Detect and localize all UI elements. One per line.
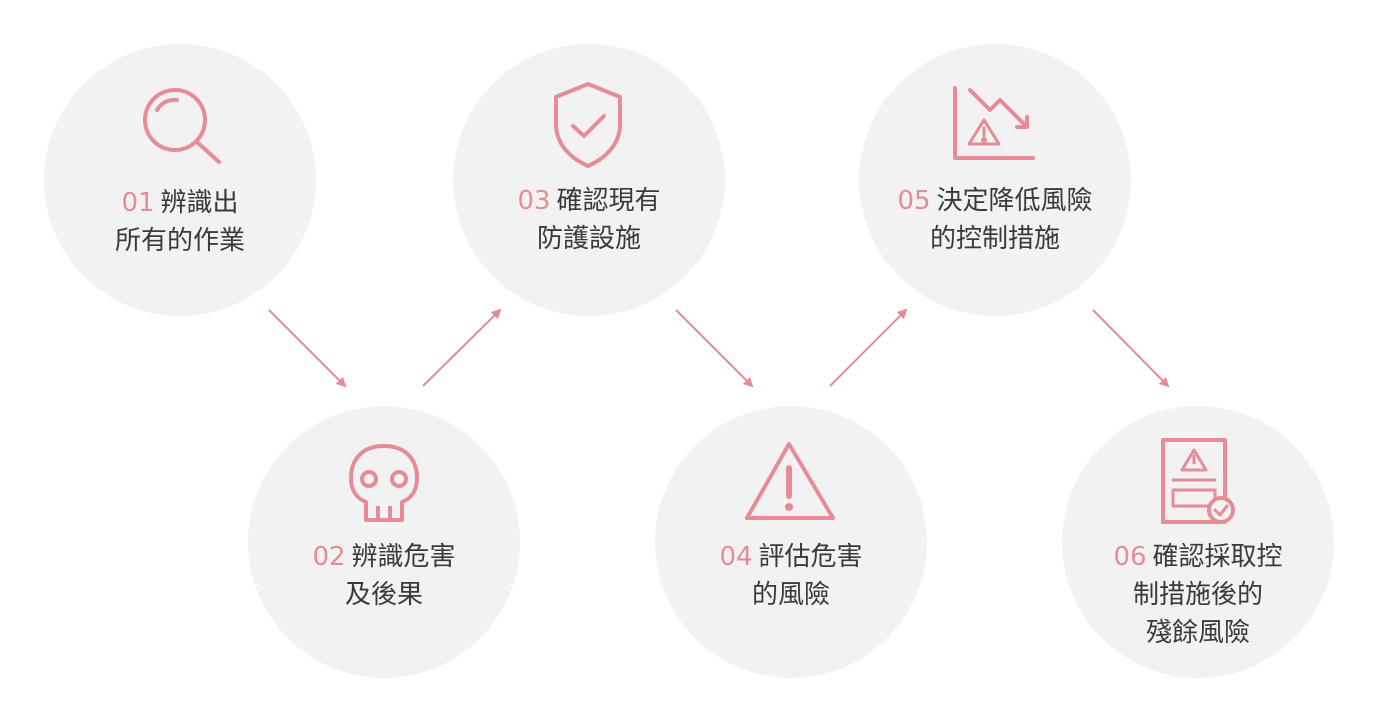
step-number: 03 — [517, 186, 551, 216]
shield-check-icon — [554, 82, 622, 168]
step-text-line: 及後果 — [344, 580, 423, 610]
step-number: 06 — [1113, 542, 1147, 572]
warning-triangle-icon — [745, 442, 835, 520]
step-number: 05 — [897, 186, 931, 216]
arrow-01-to-02 — [268, 309, 347, 388]
step-text-line: 決定降低風險 — [936, 186, 1093, 216]
arrow-03-to-04 — [675, 309, 754, 388]
step-text-line: 的風險 — [751, 580, 830, 610]
step-text-line: 辨識危害 — [351, 542, 456, 572]
step-text-line: 殘餘風險 — [1145, 618, 1250, 648]
risk-report-check-icon — [1161, 438, 1235, 524]
step-number: 01 — [121, 188, 155, 218]
skull-icon — [349, 444, 419, 522]
arrow-02-to-03 — [422, 308, 502, 387]
step-text-line: 制措施後的 — [1132, 580, 1263, 610]
step-text-line: 評估危害 — [758, 542, 863, 572]
step-text-line: 確認現有 — [556, 186, 661, 216]
step-text-line: 的控制措施 — [929, 224, 1060, 254]
arrow-05-to-06 — [1092, 309, 1170, 388]
declining-risk-chart-icon — [953, 86, 1035, 160]
step-text-line: 所有的作業 — [114, 226, 245, 256]
step-number: 04 — [719, 542, 753, 572]
magnifier-icon — [143, 88, 221, 164]
step-text-line: 防護設施 — [536, 224, 641, 254]
step-text-line: 確認採取控 — [1152, 542, 1283, 572]
step-number: 02 — [312, 542, 346, 572]
step-text-line: 辨識出 — [160, 188, 239, 218]
arrow-04-to-05 — [829, 308, 908, 387]
